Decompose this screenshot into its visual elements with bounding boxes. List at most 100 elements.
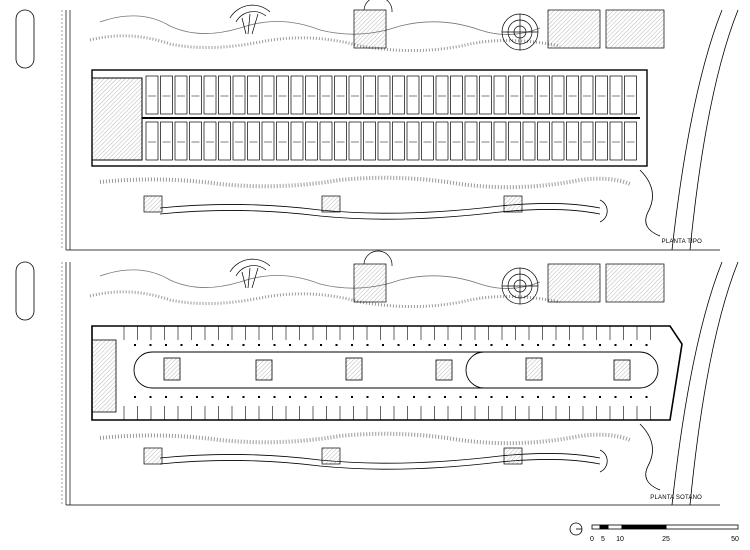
column-marker [506, 344, 508, 346]
apartment-unit [203, 121, 217, 161]
column-marker [211, 396, 214, 398]
residential-block-tipo [91, 69, 648, 167]
apartment-unit [580, 121, 594, 161]
apartment-unit [595, 75, 608, 115]
apartment-unit [508, 121, 521, 161]
parking-basement [91, 325, 683, 421]
column-marker [258, 396, 260, 398]
column-marker [614, 344, 617, 346]
column-marker [413, 344, 415, 346]
column-marker [506, 396, 508, 398]
column-marker [537, 344, 539, 346]
apartment-unit [435, 75, 449, 115]
column-marker [490, 344, 493, 346]
column-marker [475, 344, 477, 346]
adjacent-buildings [547, 263, 665, 303]
apartment-unit [479, 75, 492, 115]
landscape-texture [89, 34, 561, 53]
apartment-unit [624, 121, 637, 161]
apartment-unit [551, 121, 565, 161]
column-marker [521, 344, 524, 346]
parking-ramp-loop [133, 351, 659, 389]
column-marker [382, 396, 384, 398]
apartment-unit [595, 121, 608, 161]
apartment-unit [232, 121, 246, 161]
column-marker [428, 396, 431, 398]
apartment-unit [566, 75, 579, 115]
apartment-unit [493, 75, 507, 115]
column-marker [196, 396, 198, 398]
apartment-unit [551, 75, 565, 115]
column-marker [180, 396, 183, 398]
plan-tipo: PLANTA TIPO [15, 0, 739, 251]
landscape-band-bottom [99, 431, 631, 446]
column-marker [196, 344, 198, 346]
column-marker [320, 344, 322, 346]
apartment-unit [537, 121, 550, 161]
apartment-unit [377, 75, 391, 115]
column-marker [614, 396, 617, 398]
plan-tipo-title: PLANTA TIPO [662, 239, 702, 245]
column-marker [211, 344, 214, 346]
stair-nodes [143, 447, 523, 465]
column-marker [180, 344, 183, 346]
apartment-unit [392, 121, 405, 161]
apartment-unit [334, 121, 347, 161]
column-marker [552, 396, 555, 398]
apartment-unit [334, 75, 347, 115]
column-marker [630, 344, 632, 346]
curved-ramp [639, 169, 661, 237]
apartment-unit [290, 121, 304, 161]
parking-bays [123, 326, 651, 420]
column-marker [583, 396, 586, 398]
apartment-unit [406, 75, 420, 115]
column-marker [645, 396, 648, 398]
curved-road [671, 261, 739, 506]
curved-road [671, 9, 739, 251]
service-cores [163, 357, 631, 381]
apartment-unit [174, 75, 188, 115]
apartment-unit [305, 75, 318, 115]
basement-outline [91, 325, 683, 421]
column-marker [630, 396, 632, 398]
column-marker [490, 396, 493, 398]
apartment-unit [189, 121, 202, 161]
plan-sotano-title: PLANTA SOTANO [650, 495, 702, 501]
column-marker [444, 396, 446, 398]
column-marker [273, 344, 276, 346]
apartment-unit [479, 121, 492, 161]
apartment-unit [522, 121, 536, 161]
apartment-unit [276, 121, 289, 161]
apartment-unit [464, 121, 478, 161]
apartment-unit [450, 75, 463, 115]
column-marker [459, 344, 462, 346]
column-marker [552, 344, 555, 346]
column-marker [583, 344, 586, 346]
apartment-unit [508, 75, 521, 115]
column-marker [645, 344, 648, 346]
rotunda-mid [353, 0, 393, 49]
apartment-unit [218, 121, 231, 161]
apartment-unit [363, 121, 376, 161]
column-marker [444, 344, 446, 346]
landscape-texture [89, 290, 561, 309]
scale-tick-25: 25 [662, 536, 670, 543]
column-marker [351, 344, 353, 346]
apartment-unit [160, 121, 173, 161]
column-marker [366, 344, 369, 346]
column-marker [568, 396, 570, 398]
column-marker [149, 344, 152, 346]
apartment-unit [377, 121, 391, 161]
column-marker [134, 344, 136, 346]
structural-columns [134, 344, 648, 398]
scale-tick-50: 50 [731, 536, 739, 543]
apartment-unit [609, 121, 623, 161]
apartment-unit [319, 75, 333, 115]
apartment-unit [145, 121, 159, 161]
apartment-unit [522, 75, 536, 115]
apartment-unit [624, 75, 637, 115]
column-marker [304, 396, 307, 398]
apartment-unit [421, 121, 434, 161]
column-marker [382, 344, 384, 346]
apartment-unit [406, 121, 420, 161]
